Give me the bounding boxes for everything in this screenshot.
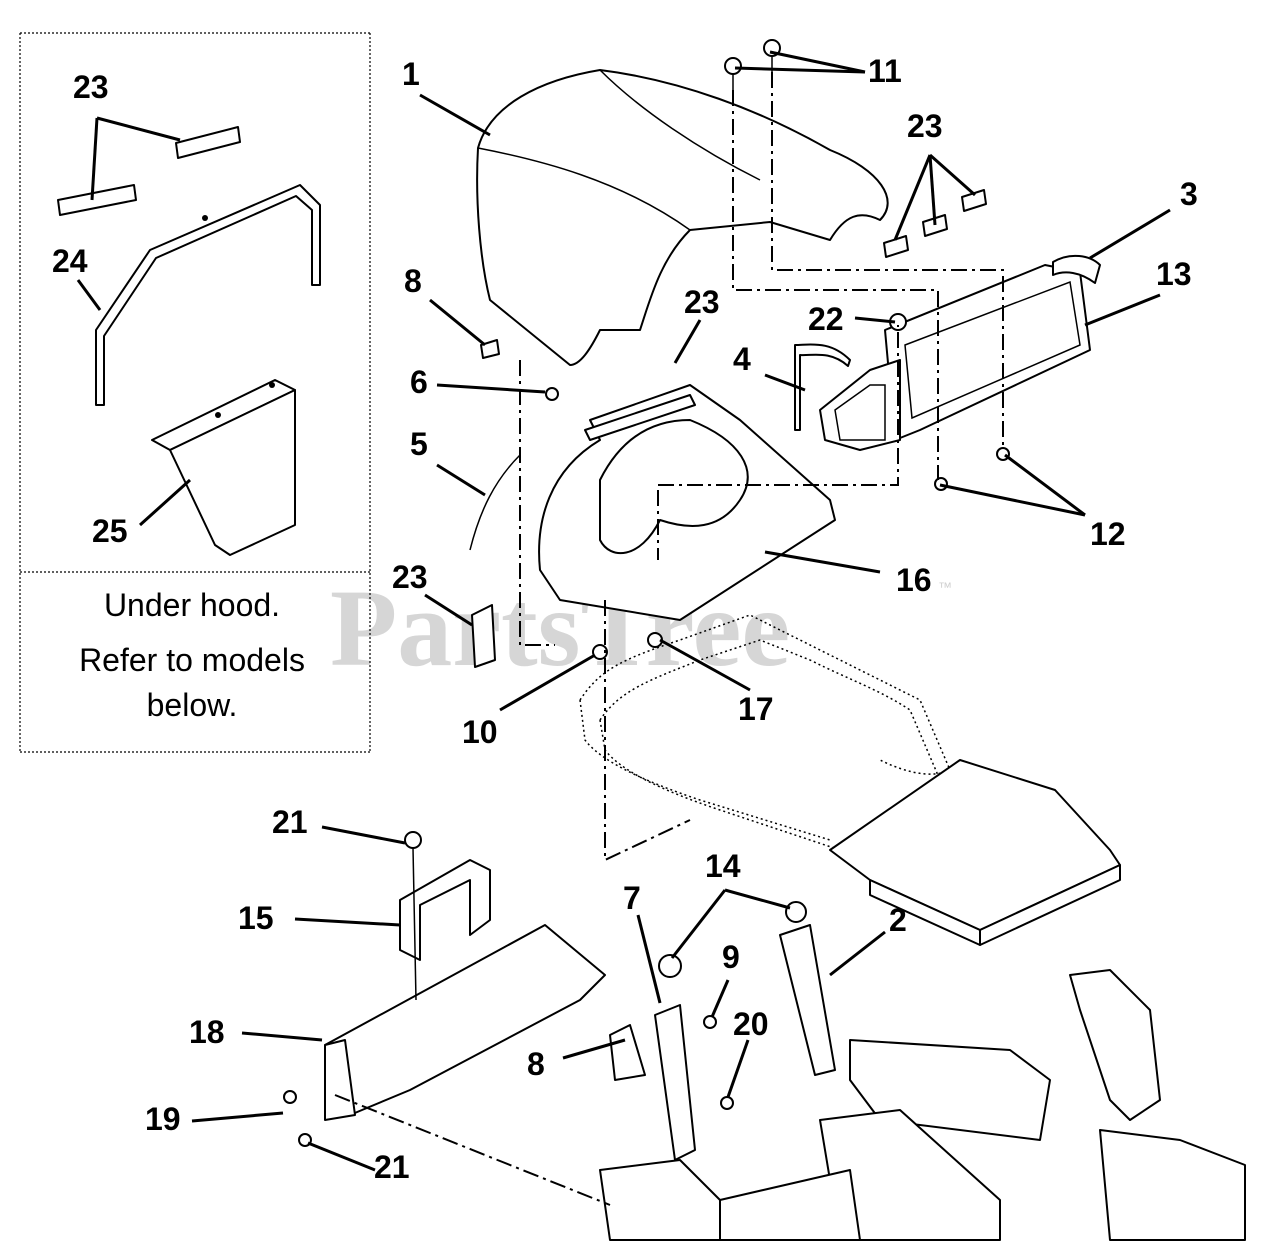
callout-24: 24 [52, 243, 88, 279]
inset-note-line-1: Under hood. [103, 587, 281, 623]
callout-19: 19 [145, 1101, 181, 1137]
inset-note-line-2: Refer to models [79, 642, 305, 678]
callout-23: 23 [73, 69, 109, 105]
callout-7: 7 [623, 880, 641, 916]
callout-labels: 23 24 25 1 11 23 3 13 8 23 22 4 6 5 12 1… [52, 53, 1198, 1185]
frame-part [579, 614, 1121, 946]
callout-12: 12 [1090, 516, 1126, 552]
post-parts [609, 924, 836, 1161]
callout-2: 2 [889, 902, 907, 938]
callout-8: 8 [527, 1046, 545, 1082]
callout-8: 8 [404, 263, 422, 299]
callout-15: 15 [238, 900, 274, 936]
panel-13-part [819, 264, 1091, 451]
callout-11: 11 [868, 53, 902, 89]
callout-10: 10 [462, 714, 498, 750]
lower-frame-part [599, 969, 1246, 1241]
mount-bracket-part [324, 859, 606, 1121]
callout-1: 1 [402, 56, 420, 92]
callout-13: 13 [1156, 256, 1192, 292]
inset-shield-part [151, 379, 296, 556]
assembly-lines [334, 72, 1004, 1206]
callout-23: 23 [392, 559, 428, 595]
callout-17: 17 [738, 691, 774, 727]
hardware-parts [283, 39, 1101, 1147]
inset-decal-parts [57, 126, 241, 216]
callout-3: 3 [1180, 176, 1198, 212]
callout-9: 9 [722, 939, 740, 975]
callout-22: 22 [808, 301, 844, 337]
callout-16: 16 [896, 562, 932, 598]
callout-21: 21 [272, 804, 308, 840]
callout-6: 6 [410, 364, 428, 400]
callout-23: 23 [907, 108, 943, 144]
dash-panel-part [538, 384, 836, 621]
callout-14: 14 [705, 848, 741, 884]
callout-5: 5 [410, 426, 428, 462]
hood-part [476, 69, 889, 366]
callout-21: 21 [374, 1149, 410, 1185]
callout-23: 23 [684, 284, 720, 320]
inset-note-line-3: below. [146, 687, 238, 723]
leader-lines [76, 50, 1171, 1172]
callout-25: 25 [92, 513, 128, 549]
callout-4: 4 [733, 341, 751, 377]
watermark-trademark: ™ [938, 579, 952, 595]
inset-bracket-part [95, 184, 321, 406]
callout-20: 20 [733, 1006, 769, 1042]
callout-18: 18 [189, 1014, 225, 1050]
